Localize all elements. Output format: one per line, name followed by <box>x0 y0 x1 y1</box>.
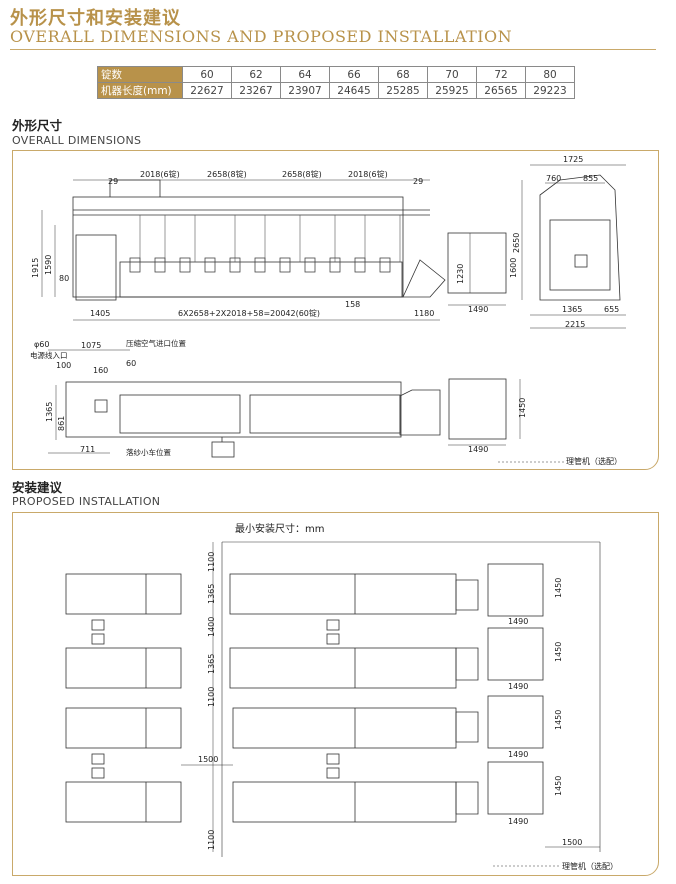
install-box-w3: 1490 <box>508 750 528 759</box>
install-box-h4: 1450 <box>554 776 563 796</box>
spindle-row: 锭数 60 62 64 66 68 70 72 80 <box>97 66 575 83</box>
dim-plan-1490: 1490 <box>468 445 488 454</box>
install-title-cn: 安装建议 <box>12 480 63 495</box>
dim-side-655: 655 <box>604 305 619 314</box>
install-box-h1: 1450 <box>554 578 563 598</box>
length-row: 机器长度(mm) 22627 23267 23907 24645 25285 2… <box>97 82 575 99</box>
install-dim-1100a: 1100 <box>207 552 216 572</box>
install-title-en: PROPOSED INSTALLATION <box>12 495 161 508</box>
min-install-size: 最小安装尺寸：mm <box>235 522 324 535</box>
dim-bottom-158: 158 <box>345 300 360 309</box>
length-cell: 22627 <box>182 82 232 99</box>
spindle-cell: 80 <box>525 66 575 83</box>
overall-title-cn: 外形尺寸 <box>12 118 63 133</box>
dim-plan-1450: 1450 <box>518 398 527 418</box>
dim-height-80: 80 <box>59 274 69 283</box>
install-dim-1100c: 1100 <box>207 830 216 850</box>
sorter-label-1: 理管机（选配） <box>566 456 622 466</box>
dim-side-1725: 1725 <box>563 155 583 164</box>
dim-height-1915: 1915 <box>31 258 40 278</box>
dim-side-1600: 1600 <box>509 258 518 278</box>
install-dim-1400: 1400 <box>207 617 216 637</box>
dim-plan-60: 60 <box>126 359 136 368</box>
dim-bottom-1180: 1180 <box>414 309 434 318</box>
install-dim-1365b: 1365 <box>207 654 216 674</box>
overall-panel <box>12 150 659 470</box>
install-box-w1: 1490 <box>508 617 528 626</box>
note-air-inlet: 压缩空气进口位置 <box>126 338 186 348</box>
dim-side-2650: 2650 <box>512 233 521 253</box>
dim-plan-1075: 1075 <box>81 341 101 350</box>
install-gap-1500a: 1500 <box>198 755 218 764</box>
spindle-label: 锭数 <box>97 66 183 83</box>
spindle-cell: 60 <box>182 66 232 83</box>
dim-top-29a: 29 <box>108 177 118 186</box>
spindle-cell: 66 <box>329 66 379 83</box>
sorter-label-2: 理管机（选配） <box>562 861 618 871</box>
length-cell: 23267 <box>231 82 281 99</box>
install-box-w2: 1490 <box>508 682 528 691</box>
length-cell: 25285 <box>378 82 428 99</box>
spindle-cell: 64 <box>280 66 330 83</box>
length-cell: 26565 <box>476 82 526 99</box>
title-rule <box>10 49 656 50</box>
install-dim-1365a: 1365 <box>207 584 216 604</box>
install-box-w4: 1490 <box>508 817 528 826</box>
spec-table: 锭数 60 62 64 66 68 70 72 80 机器长度(mm) 2262… <box>97 66 575 99</box>
overall-drawing: 29 2018(6锭) 2658(8锭) 2658(8锭) 2018(6锭) 2… <box>30 155 626 466</box>
dim-side-855: 855 <box>583 174 598 183</box>
dim-plan-861: 861 <box>57 416 66 431</box>
dim-side-2215: 2215 <box>565 320 585 329</box>
dim-top-2018b: 2018(6锭) <box>348 169 388 179</box>
length-cell: 25925 <box>427 82 477 99</box>
dim-plan-160: 160 <box>93 366 108 375</box>
length-cell: 23907 <box>280 82 330 99</box>
dim-top-2018a: 2018(6锭) <box>140 169 180 179</box>
title-english: OVERALL DIMENSIONS AND PROPOSED INSTALLA… <box>10 27 513 46</box>
spindle-cell: 72 <box>476 66 526 83</box>
install-box-h2: 1450 <box>554 642 563 662</box>
spindle-cell: 70 <box>427 66 477 83</box>
install-drawing: 最小安装尺寸：mm 1100 1365 1400 1365 1100 1100 … <box>65 522 618 871</box>
dim-plan-100: 100 <box>56 361 71 370</box>
dim-bottom-total: 6X2658+2X2018+58=20042(60锭) <box>178 308 320 318</box>
dim-box-1490: 1490 <box>468 305 488 314</box>
note-power-inlet: 电源线入口 <box>30 350 68 360</box>
dim-plan-phi60: φ60 <box>34 340 49 349</box>
dim-plan-1365: 1365 <box>45 402 54 422</box>
dim-top-29b: 29 <box>413 177 423 186</box>
length-label: 机器长度(mm) <box>97 82 183 99</box>
dim-box-1230: 1230 <box>456 264 465 284</box>
dim-side-1365: 1365 <box>562 305 582 314</box>
spindle-cell: 62 <box>231 66 281 83</box>
install-dim-1100b: 1100 <box>207 687 216 707</box>
install-box-h3: 1450 <box>554 710 563 730</box>
install-panel <box>12 512 659 876</box>
spindle-cell: 68 <box>378 66 428 83</box>
length-cell: 29223 <box>525 82 575 99</box>
dim-bottom-1405: 1405 <box>90 309 110 318</box>
dim-top-2658a: 2658(8锭) <box>207 169 247 179</box>
title-chinese: 外形尺寸和安装建议 <box>10 8 181 29</box>
length-cell: 24645 <box>329 82 379 99</box>
dim-top-2658b: 2658(8锭) <box>282 169 322 179</box>
dim-side-760: 760 <box>546 174 561 183</box>
note-cart-position: 落纱小车位置 <box>126 447 171 457</box>
dim-height-1590: 1590 <box>44 255 53 275</box>
dim-plan-711: 711 <box>80 445 95 454</box>
install-gap-1500b: 1500 <box>562 838 582 847</box>
overall-title-en: OVERALL DIMENSIONS <box>12 134 142 147</box>
